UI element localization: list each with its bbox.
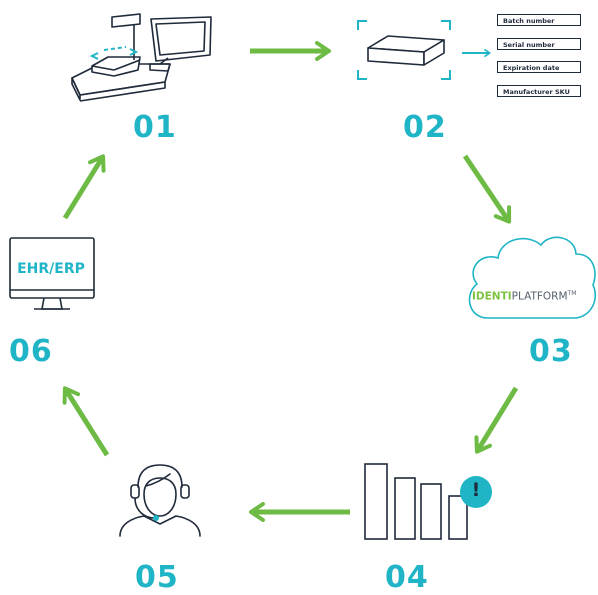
arrow-05-to-06 [62,386,110,457]
arrow-03-to-04 [474,386,519,454]
support-agent-icon [119,464,201,537]
computer-monitor-icon [9,237,95,310]
arrow-02-to-03 [462,154,512,224]
step-number-06: 06 [9,334,53,369]
monitor-label: EHR/ERP [17,261,85,277]
platform-brand-identi: IDENTI [472,290,512,303]
scanner-workstation-icon [71,13,212,102]
platform-logo: IDENTIPLATFORMTM [472,290,576,303]
alert-badge [460,476,492,508]
scan-frame-icon [357,20,451,80]
step-number-01: 01 [133,110,177,145]
arrow-06-to-01 [62,154,106,220]
step-number-05: 05 [135,560,179,595]
step-number-04: 04 [385,560,429,595]
trademark-mark: TM [567,290,577,297]
alert-symbol: ! [471,479,481,501]
field-batch-number: Batch number [497,14,581,26]
field-expiration-date: Expiration date [497,61,581,73]
package-box-icon [367,35,445,66]
field-serial-number: Serial number [497,38,581,50]
inventory-alert-icon [364,463,468,540]
scan-area-icon [89,46,139,60]
field-manufacturer-sku: Manufacturer SKU [497,85,581,97]
step-number-02: 02 [403,110,447,145]
step-number-03: 03 [529,334,573,369]
platform-brand-platform: PLATFORM [511,290,568,303]
cloud-platform-icon [468,236,597,319]
headset-mic-icon [153,515,159,521]
